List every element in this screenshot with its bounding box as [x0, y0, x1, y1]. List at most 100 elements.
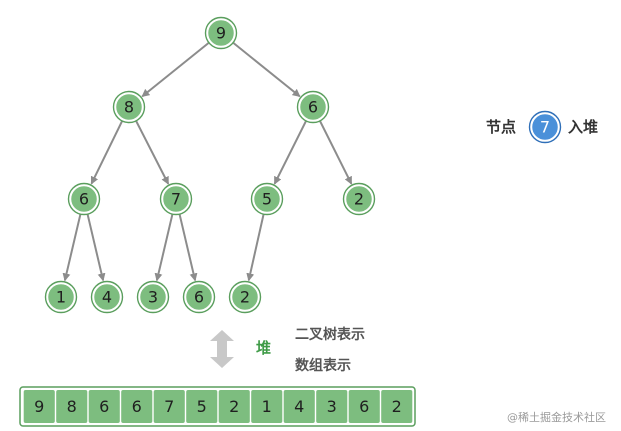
tree-node: 8: [112, 90, 146, 124]
tree-node-circle: [205, 17, 237, 49]
tree-edge: [141, 42, 210, 98]
tree-node: 6: [67, 182, 101, 216]
tree-node-value: 5: [262, 190, 272, 209]
array-cell-box: [218, 390, 250, 423]
tree-edge: [86, 214, 106, 282]
tree-node-circle: [137, 281, 169, 313]
array-cell-value: 5: [197, 397, 207, 416]
tree-node-value: 7: [171, 190, 181, 209]
tree-node-value: 6: [308, 98, 318, 117]
tree-node-ring: [204, 16, 238, 50]
new-node-ring: [528, 110, 562, 144]
tree-node-circle: [113, 91, 145, 123]
insert-annotation: 节点 7 入堆: [486, 110, 598, 144]
array-cell-box: [153, 390, 185, 423]
tree-node-ring: [228, 280, 262, 314]
array-cell: 6: [88, 390, 120, 423]
legend: 堆 二叉树表示 数组表示: [210, 326, 365, 374]
tree-node-circle: [91, 281, 123, 313]
watermark: @稀土掘金技术社区: [507, 410, 606, 424]
array-cell: 6: [348, 390, 380, 423]
array-cell: 2: [218, 390, 250, 423]
array-cell: 2: [381, 390, 413, 423]
tree-node-circle: [229, 281, 261, 313]
new-node-circle: [529, 111, 561, 143]
array-cell: 8: [56, 390, 88, 423]
tree-edge: [62, 214, 82, 282]
array-label: 数组表示: [295, 357, 351, 374]
tree-node-ring: [112, 90, 146, 124]
tree-node: 5: [250, 182, 284, 216]
array-cell-box: [88, 390, 120, 423]
heap-label: 堆: [256, 339, 271, 357]
array-cell-box: [121, 390, 153, 423]
array-cell: 3: [316, 390, 348, 423]
tree-node-value: 4: [102, 288, 112, 307]
tree-node-value: 2: [240, 288, 250, 307]
tree-node-value: 8: [124, 98, 134, 117]
tree-node-ring: [296, 90, 330, 124]
array-cell-box: [23, 390, 55, 423]
array-cell: 6: [121, 390, 153, 423]
tree-edge: [135, 120, 170, 185]
tree-edge: [90, 120, 123, 185]
array-cell-value: 8: [67, 397, 77, 416]
annotation-prefix: 节点: [486, 118, 516, 136]
annotation-suffix: 入堆: [568, 118, 598, 136]
array-cell-box: [186, 390, 218, 423]
tree-edge: [246, 214, 265, 282]
new-node-value: 7: [540, 118, 550, 137]
tree-node-ring: [250, 182, 284, 216]
tree-node-ring: [182, 280, 216, 314]
tree-node-circle: [45, 281, 77, 313]
array-cell-box: [316, 390, 348, 423]
array-cell-value: 6: [132, 397, 142, 416]
tree-node-circle: [251, 183, 283, 215]
tree-node: 9: [204, 16, 238, 50]
tree-node-value: 1: [56, 288, 66, 307]
tree-node-value: 9: [216, 24, 226, 43]
double-arrow-icon: [210, 330, 234, 368]
tree-edge: [154, 214, 174, 282]
tree-node-ring: [44, 280, 78, 314]
tree-node-ring: [136, 280, 170, 314]
tree-edges: [62, 42, 353, 282]
array-cell-value: 7: [164, 397, 174, 416]
tree-node: 4: [90, 280, 124, 314]
array-cell-value: 2: [392, 397, 402, 416]
tree-node: 2: [228, 280, 262, 314]
array-cell-box: [283, 390, 315, 423]
array-cell-value: 1: [262, 397, 272, 416]
tree-node-circle: [297, 91, 329, 123]
array-cell: 4: [283, 390, 315, 423]
tree-node: 6: [182, 280, 216, 314]
binary-tree-label: 二叉树表示: [295, 326, 365, 343]
array-cell-box: [348, 390, 380, 423]
tree-node-value: 6: [79, 190, 89, 209]
tree-node-value: 3: [148, 288, 158, 307]
tree-edge: [319, 120, 353, 185]
tree-node: 3: [136, 280, 170, 314]
tree-node-ring: [67, 182, 101, 216]
tree-node-ring: [90, 280, 124, 314]
array-cell-value: 6: [99, 397, 109, 416]
array-cell-box: [251, 390, 283, 423]
tree-node-ring: [159, 182, 193, 216]
array-cell: 9: [23, 390, 55, 423]
array-cell-value: 2: [229, 397, 239, 416]
tree-edge: [273, 120, 307, 185]
tree-node: 1: [44, 280, 78, 314]
array-frame: [19, 386, 416, 427]
tree-node-value: 2: [354, 190, 364, 209]
tree-nodes: 9 8 6 6 7 5 2 1 4 3 6 2: [44, 16, 376, 314]
tree-node-circle: [343, 183, 375, 215]
tree-node-circle: [183, 281, 215, 313]
array-cell-value: 9: [34, 397, 44, 416]
array-cell-value: 3: [327, 397, 337, 416]
array-cell-box: [56, 390, 88, 423]
tree-node: 2: [342, 182, 376, 216]
tree-edge: [178, 214, 198, 282]
array-cell-box: [381, 390, 413, 423]
tree-node-circle: [160, 183, 192, 215]
